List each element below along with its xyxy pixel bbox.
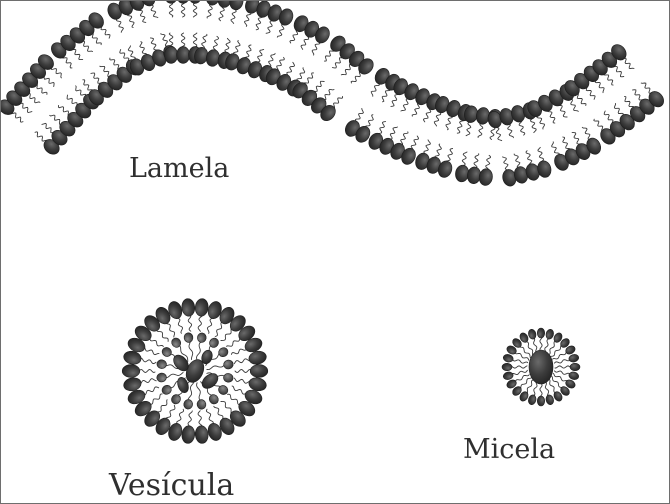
lipid-tail <box>548 341 555 355</box>
phospholipid-head <box>177 47 190 64</box>
lipid-tail <box>515 353 529 360</box>
lipid-tail <box>189 340 193 359</box>
phospholipid-head <box>177 1 190 3</box>
outer-head <box>194 298 209 317</box>
micelle-head <box>527 394 537 406</box>
inner-head <box>156 372 167 382</box>
phospholipid-head <box>165 1 178 3</box>
lipid-tail <box>138 370 155 373</box>
outer-head <box>122 365 140 378</box>
lipid-tail <box>512 366 527 368</box>
inner-head <box>196 399 206 410</box>
lipid-tail <box>140 379 157 385</box>
lipid-tail <box>555 371 570 374</box>
micelle-head <box>502 371 514 381</box>
lipid-tail <box>157 329 169 342</box>
inner-head <box>183 332 193 343</box>
lipid-tail <box>527 379 534 392</box>
lipid-tail <box>552 376 562 387</box>
lipid-tail <box>188 411 192 428</box>
micelle-head <box>568 353 580 363</box>
lipid-tail <box>555 366 570 368</box>
lipid-tail <box>148 394 162 404</box>
lipid-tail <box>231 347 247 354</box>
lipid-tail <box>139 358 156 364</box>
lipid-tail <box>188 383 194 401</box>
inner-head <box>223 359 234 369</box>
outer-head <box>181 298 196 317</box>
outer-head <box>181 425 196 444</box>
outer-head <box>194 425 209 444</box>
lipid-tail <box>165 322 174 337</box>
lipid-tail <box>177 409 184 425</box>
inner-head <box>223 373 234 384</box>
vesicula-vesicle <box>122 298 268 444</box>
micelle-head <box>545 328 555 340</box>
lipid-tail <box>235 370 252 373</box>
lipid-tail <box>234 359 251 364</box>
lipid-tail <box>206 409 213 425</box>
outer-head <box>250 365 268 378</box>
lipid-tail <box>228 394 242 404</box>
lipid-tail <box>221 402 232 415</box>
inner-head <box>170 393 183 406</box>
micelle-head <box>537 328 544 338</box>
lamela-label: Lamela <box>129 153 229 184</box>
lipid-tail <box>214 406 223 421</box>
micelle-head <box>502 363 512 370</box>
phospholipid-head <box>189 1 202 3</box>
lipid-tail <box>207 364 225 369</box>
lipid-tail <box>188 314 191 331</box>
phospholipid-head <box>228 1 244 11</box>
micelle-head <box>502 353 514 363</box>
phospholipid-head <box>478 168 494 187</box>
lipid-tail <box>215 322 224 337</box>
inner-head <box>197 332 208 343</box>
lipid-tail <box>198 314 202 331</box>
micelle-head <box>570 363 580 370</box>
lipid-tail <box>234 378 251 383</box>
lipid-tail <box>198 411 202 428</box>
lipid-tail <box>166 405 175 420</box>
inner-head <box>156 359 167 370</box>
lipid-tail <box>144 347 160 355</box>
lipid-tail <box>221 328 232 341</box>
phospholipid-head <box>165 47 178 64</box>
inner-head <box>207 393 220 406</box>
inner-head <box>160 346 173 359</box>
lamela-bilayer <box>1 1 667 188</box>
vesicula-label: Vesícula <box>109 468 234 503</box>
lipid-tail <box>143 387 159 395</box>
lipid-tail <box>207 317 214 333</box>
micela-micelle <box>502 328 580 406</box>
micelle-head <box>537 396 544 406</box>
lipid-tail <box>197 341 202 359</box>
lipid-tail <box>156 400 167 413</box>
inner-head <box>183 399 194 410</box>
micelle-head <box>545 394 555 406</box>
lipid-tail <box>513 370 528 374</box>
inner-head <box>217 346 230 359</box>
lipid-tail <box>550 346 561 357</box>
lipid-tail <box>555 360 570 363</box>
micela-label: Micela <box>463 434 555 465</box>
micelle-head <box>568 371 580 381</box>
lipid-tail <box>150 337 164 347</box>
lipid-tail <box>197 383 202 402</box>
micelle-head <box>527 328 537 340</box>
micelle-core <box>529 350 553 384</box>
lipid-tail <box>176 317 182 333</box>
lipid-tail <box>227 336 241 346</box>
lipid-tail <box>513 360 528 363</box>
lipid-tail <box>232 386 248 394</box>
lipid-tail <box>165 373 183 378</box>
